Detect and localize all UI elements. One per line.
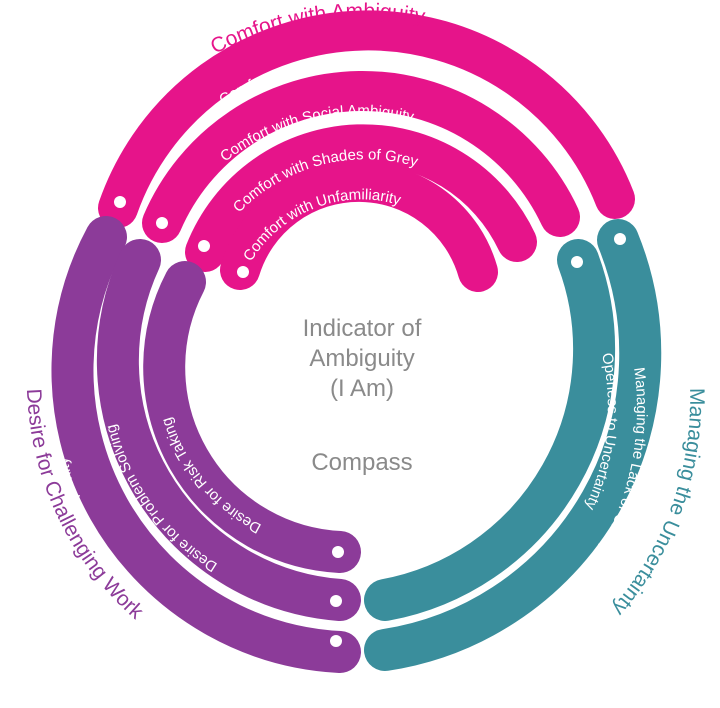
- magenta-band-4: [220, 161, 498, 292]
- purple-band-3: [143, 261, 361, 573]
- magenta-dot-3: [198, 240, 210, 252]
- purple-dot-2: [330, 595, 342, 607]
- teal-band-1: [364, 219, 662, 671]
- magenta-band-3: [185, 124, 537, 272]
- magenta-band-2: [142, 70, 580, 243]
- purple-band-2: [96, 239, 361, 621]
- center-title: Indicator of Ambiguity (I Am) Compass: [303, 315, 422, 476]
- teal-dot-1: [614, 233, 626, 245]
- center-line-2: Ambiguity: [309, 345, 414, 372]
- purple-group: Desire for Complexity Desire for Problem…: [22, 216, 361, 673]
- center-line-4: Compass: [311, 449, 412, 476]
- teal-dot-2: [571, 256, 583, 268]
- magenta-dot-4: [237, 266, 249, 278]
- magenta-dot-2: [156, 217, 168, 229]
- magenta-band-1: [98, 10, 635, 228]
- teal-group: Managing the Lack of Clarity Openess to …: [364, 219, 708, 671]
- center-line-3: (I Am): [330, 375, 394, 402]
- purple-dot-1: [330, 635, 342, 647]
- center-line-1: Indicator of: [303, 315, 422, 342]
- magenta-dot-1: [114, 196, 126, 208]
- magenta-group: Comfort with Difficult Problems Comfort …: [98, 0, 635, 292]
- teal-band-2: [364, 239, 616, 621]
- purple-band-1: [51, 216, 361, 673]
- purple-dot-3: [332, 546, 344, 558]
